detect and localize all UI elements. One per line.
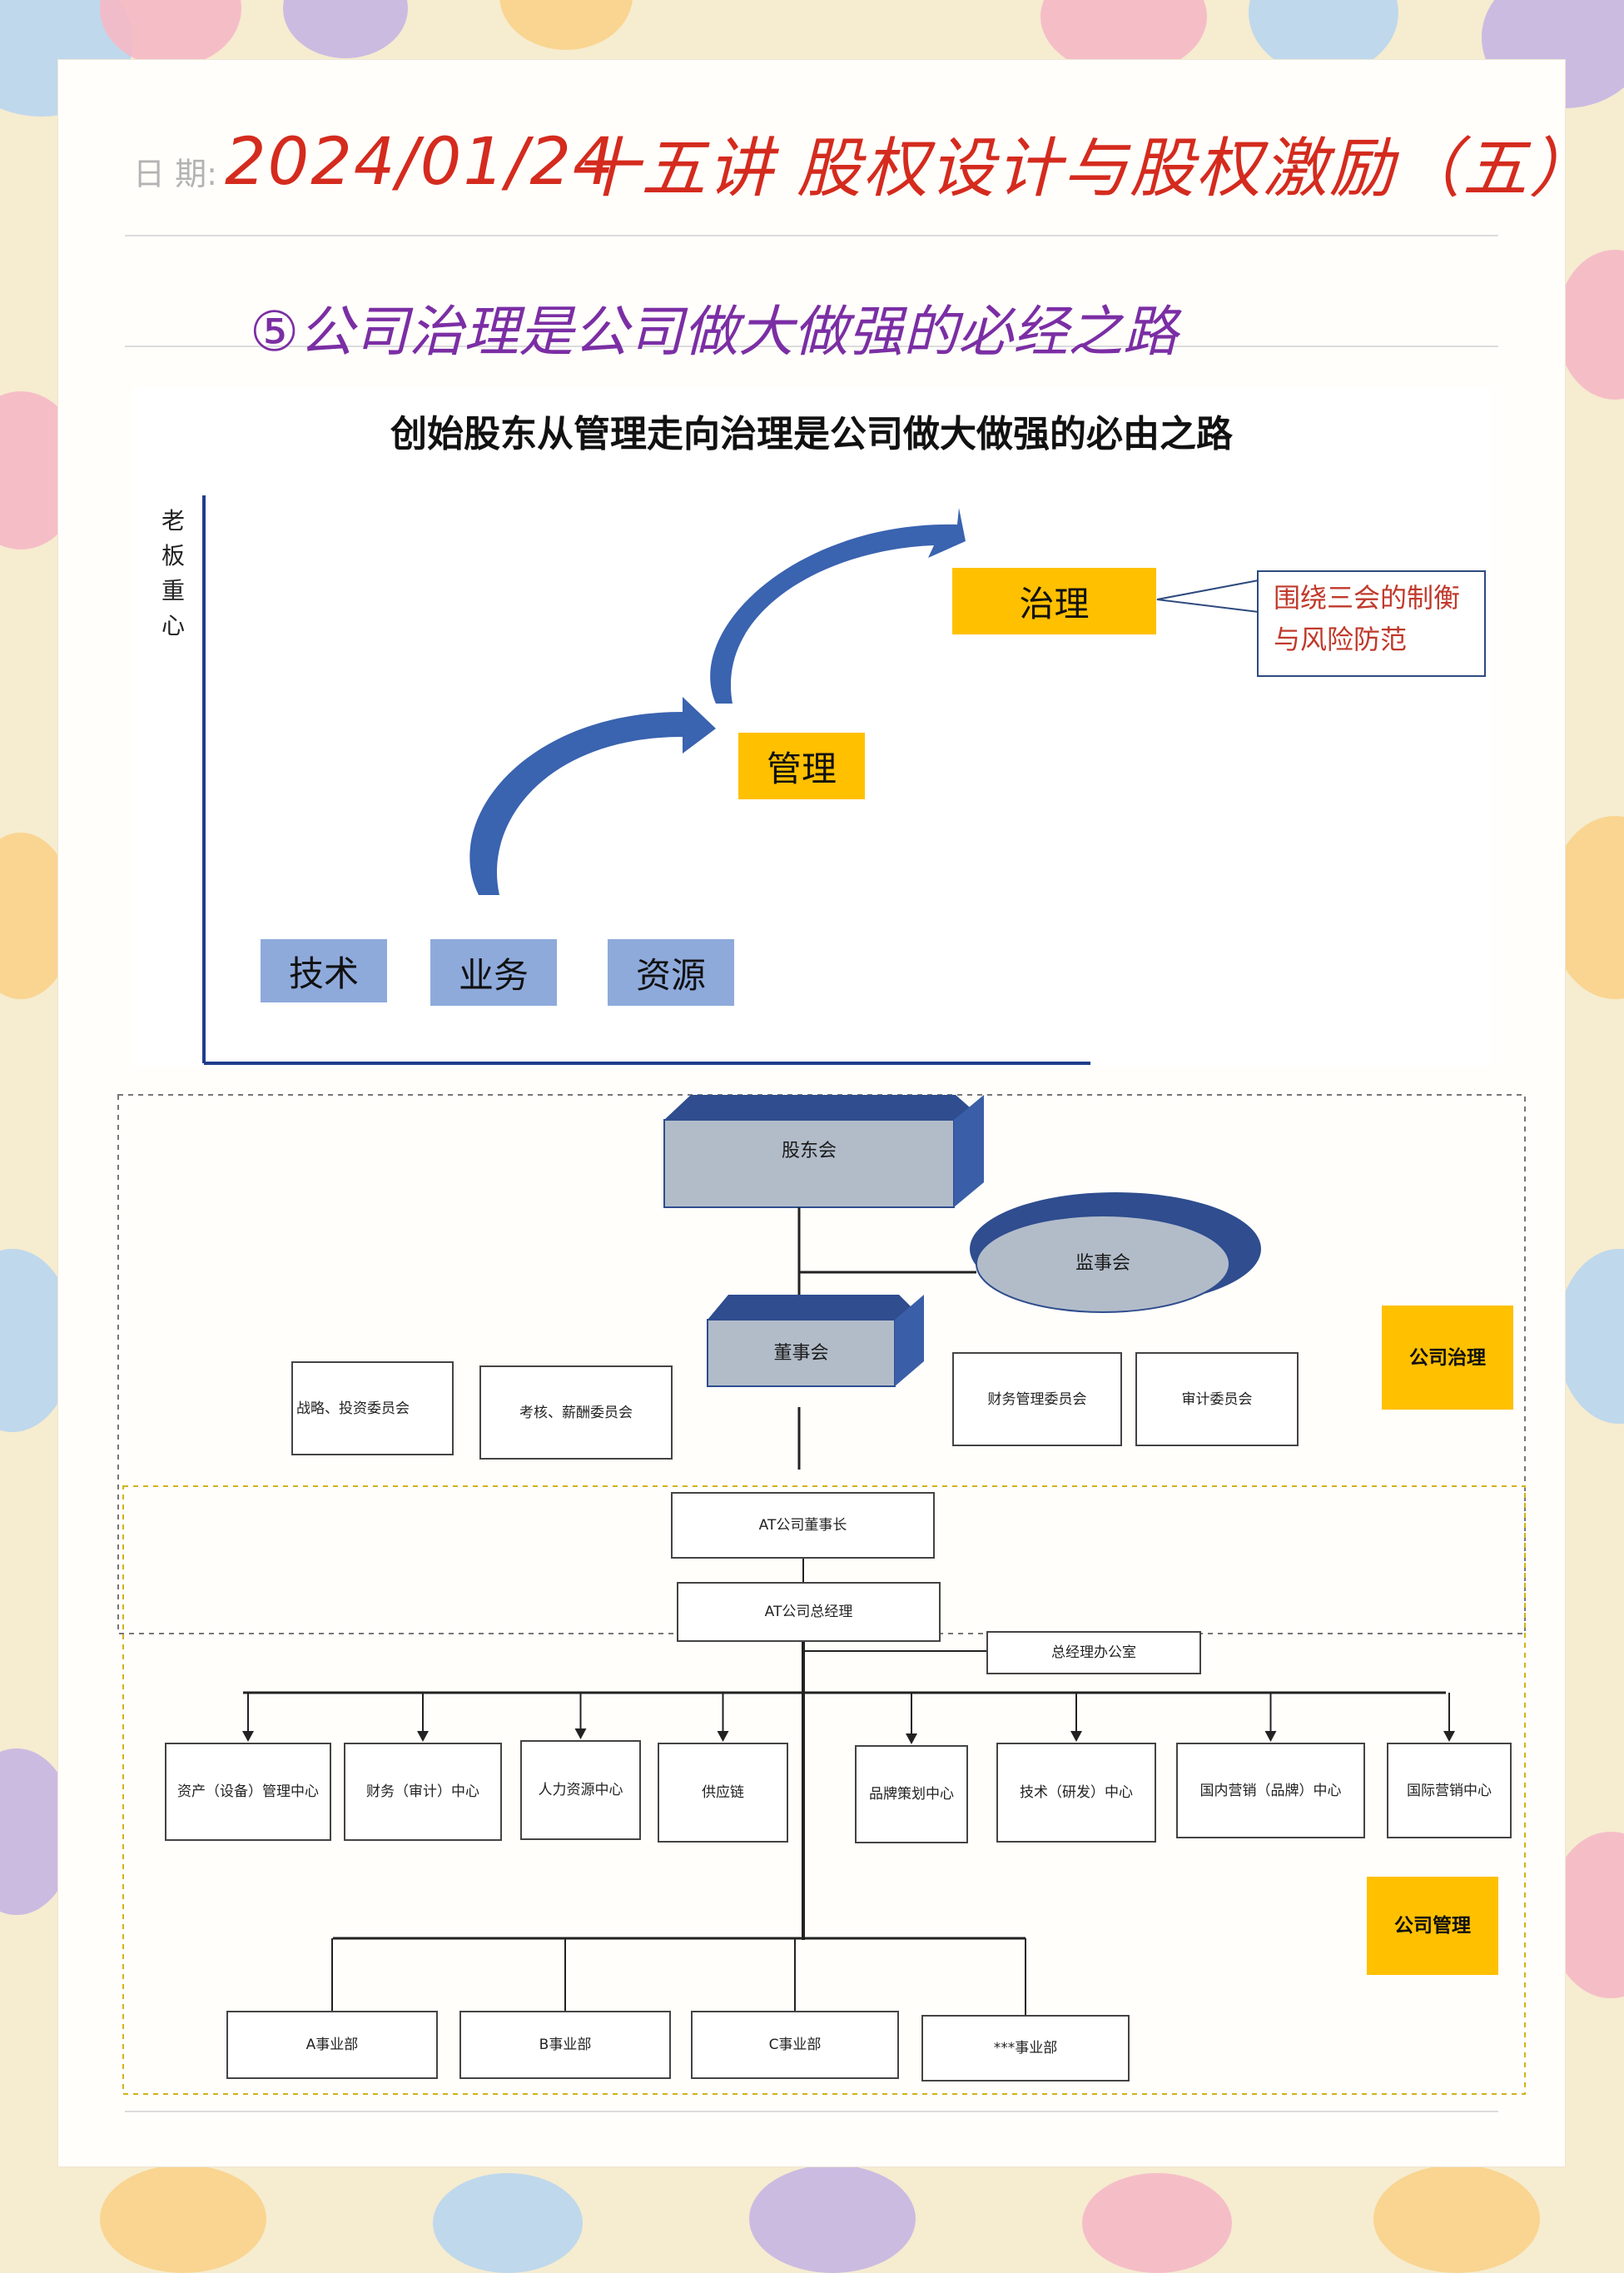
curved-arrow-lower bbox=[469, 697, 716, 895]
base-box-tech: 技术 bbox=[261, 939, 387, 1002]
arrowhead bbox=[717, 1731, 729, 1742]
center-arrows bbox=[242, 1693, 1455, 2015]
diagram-title: 创始股东从管理走向治理是公司做大做强的必由之路 bbox=[390, 413, 1233, 455]
center-box: 财务（审计）中心 bbox=[344, 1743, 502, 1841]
center-box: 品牌策划中心 bbox=[855, 1745, 968, 1843]
base-box-business: 业务 bbox=[430, 939, 557, 1006]
governance-box: 治理 bbox=[952, 568, 1156, 634]
arrowhead bbox=[1264, 1731, 1277, 1742]
gm-office-box: 总经理办公室 bbox=[986, 1631, 1201, 1674]
management-tag: 公司管理 bbox=[1367, 1877, 1498, 1975]
division-box: A事业部 bbox=[226, 2011, 438, 2079]
division-box: ***事业部 bbox=[921, 2015, 1130, 2082]
date-value: 2024/01/24 bbox=[225, 125, 616, 200]
center-box: 资产（设备）管理中心 bbox=[165, 1743, 331, 1841]
center-box: 国内营销（品牌）中心 bbox=[1176, 1743, 1365, 1838]
ruled-line bbox=[125, 346, 1498, 347]
supervisors-label: 监事会 bbox=[1075, 1253, 1130, 1274]
committee-appraisal-compensation: 考核、薪酬委员会 bbox=[479, 1365, 673, 1460]
arrowhead bbox=[417, 1731, 429, 1742]
governance-tag: 公司治理 bbox=[1382, 1306, 1513, 1410]
ruled-line bbox=[125, 235, 1498, 236]
arrowhead bbox=[1443, 1731, 1455, 1742]
management-box: 管理 bbox=[738, 733, 865, 799]
base-box-resources: 资源 bbox=[608, 939, 734, 1006]
chairman-box: AT公司董事长 bbox=[671, 1492, 935, 1559]
center-box: 供应链 bbox=[658, 1743, 788, 1843]
arrowhead bbox=[906, 1733, 917, 1744]
division-box: C事业部 bbox=[691, 2011, 899, 2079]
committee-finance: 财务管理委员会 bbox=[952, 1352, 1122, 1446]
ruled-line bbox=[125, 2111, 1498, 2112]
section-heading: ⑤公司治理是公司做大做强的必经之路 bbox=[250, 300, 1179, 364]
lesson-title: 十五讲 股权设计与股权激励（五） bbox=[574, 132, 1596, 206]
board-label: 董事会 bbox=[773, 1342, 829, 1364]
arrowhead bbox=[574, 1728, 587, 1739]
arrowhead bbox=[242, 1731, 254, 1742]
committee-audit: 审计委员会 bbox=[1135, 1352, 1299, 1446]
center-box: 人力资源中心 bbox=[520, 1740, 641, 1840]
center-box: 国际营销中心 bbox=[1387, 1743, 1512, 1838]
diagram-axes-and-arrows bbox=[202, 495, 1259, 1065]
y-axis-label: 老板重心 bbox=[161, 507, 185, 639]
arrowhead bbox=[1070, 1731, 1082, 1742]
date-label: 日 期: bbox=[133, 156, 217, 192]
shareholders-label: 股东会 bbox=[781, 1141, 837, 1161]
division-box: B事业部 bbox=[459, 2011, 671, 2079]
center-box: 技术（研发）中心 bbox=[996, 1743, 1156, 1843]
general-manager-box: AT公司总经理 bbox=[677, 1582, 941, 1642]
governance-path-diagram: 创始股东从管理走向治理是公司做大做强的必由之路 老板重心 技术 业务 资源 管理… bbox=[133, 387, 1490, 1066]
curved-arrow-upper bbox=[710, 508, 966, 704]
governance-note: 围绕三会的制衡与风险防范 bbox=[1257, 570, 1486, 677]
committee-strategy-investment: 战略、投资委员会 bbox=[291, 1361, 454, 1455]
